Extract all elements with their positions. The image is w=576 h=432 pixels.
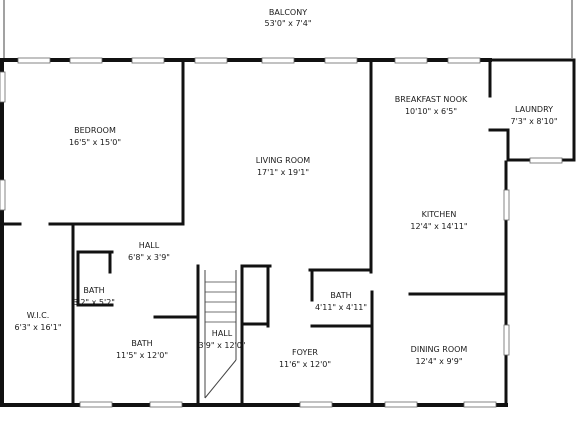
room-dims: 10'10" x 6'5" [405,107,457,116]
room-bath-right: BATH 4'11" x 4'11" [315,291,367,312]
room-name: BREAKFAST NOOK [395,95,468,104]
room-name: W.I.C. [27,311,50,320]
room-name: KITCHEN [422,210,457,219]
room-name: FOYER [292,348,318,357]
room-kitchen: KITCHEN 12'4" x 14'11" [410,210,467,231]
room-name: LIVING ROOM [256,156,311,165]
room-bedroom: BEDROOM 16'5" x 15'0" [69,126,121,147]
room-dims: 16'5" x 15'0" [69,138,121,147]
room-dims: 11'6" x 12'0" [279,360,331,369]
room-dims: 53'0" x 7'4" [264,19,311,28]
interior-walls [0,60,510,407]
room-balcony: BALCONY 53'0" x 7'4" [264,8,311,28]
room-name: BATH [330,291,351,300]
room-dims: 12'4" x 14'11" [410,222,467,231]
room-dims: 12'4" x 9'9" [415,357,462,366]
room-dims: 4'11" x 4'11" [315,303,367,312]
balcony-outline [3,0,573,58]
room-bath-main: BATH 11'5" x 12'0" [116,339,168,360]
room-dining-room: DINING ROOM 12'4" x 9'9" [411,345,468,366]
room-foyer: FOYER 11'6" x 12'0" [279,348,331,369]
room-dims: 3'9" x 12'0" [198,341,245,350]
room-name: HALL [212,329,233,338]
room-hall-upper: HALL 6'8" x 3'9" [128,241,170,262]
room-dims: 6'8" x 3'9" [128,253,170,262]
room-name: DINING ROOM [411,345,468,354]
room-breakfast-nook: BREAKFAST NOOK 10'10" x 6'5" [395,95,468,116]
room-name: BATH [83,286,104,295]
room-name: BEDROOM [74,126,116,135]
room-dims: 11'5" x 12'0" [116,351,168,360]
room-dims: 3'2" x 5'2" [73,298,115,307]
room-dims: 6'3" x 16'1" [14,323,61,332]
room-name: LAUNDRY [515,105,553,114]
room-wic: W.I.C. 6'3" x 16'1" [14,311,61,332]
room-dims: 7'3" x 8'10" [510,117,557,126]
room-laundry: LAUNDRY 7'3" x 8'10" [510,105,557,126]
room-hall-lower: HALL 3'9" x 12'0" [198,329,245,350]
room-name: BALCONY [269,8,307,17]
room-name: BATH [131,339,152,348]
staircase [204,270,237,399]
room-living-room: LIVING ROOM 17'1" x 19'1" [256,156,311,177]
room-name: HALL [139,241,160,250]
room-bath-small: BATH 3'2" x 5'2" [73,286,115,307]
room-dims: 17'1" x 19'1" [257,168,309,177]
exterior-walls [0,58,576,407]
windows [0,57,563,408]
